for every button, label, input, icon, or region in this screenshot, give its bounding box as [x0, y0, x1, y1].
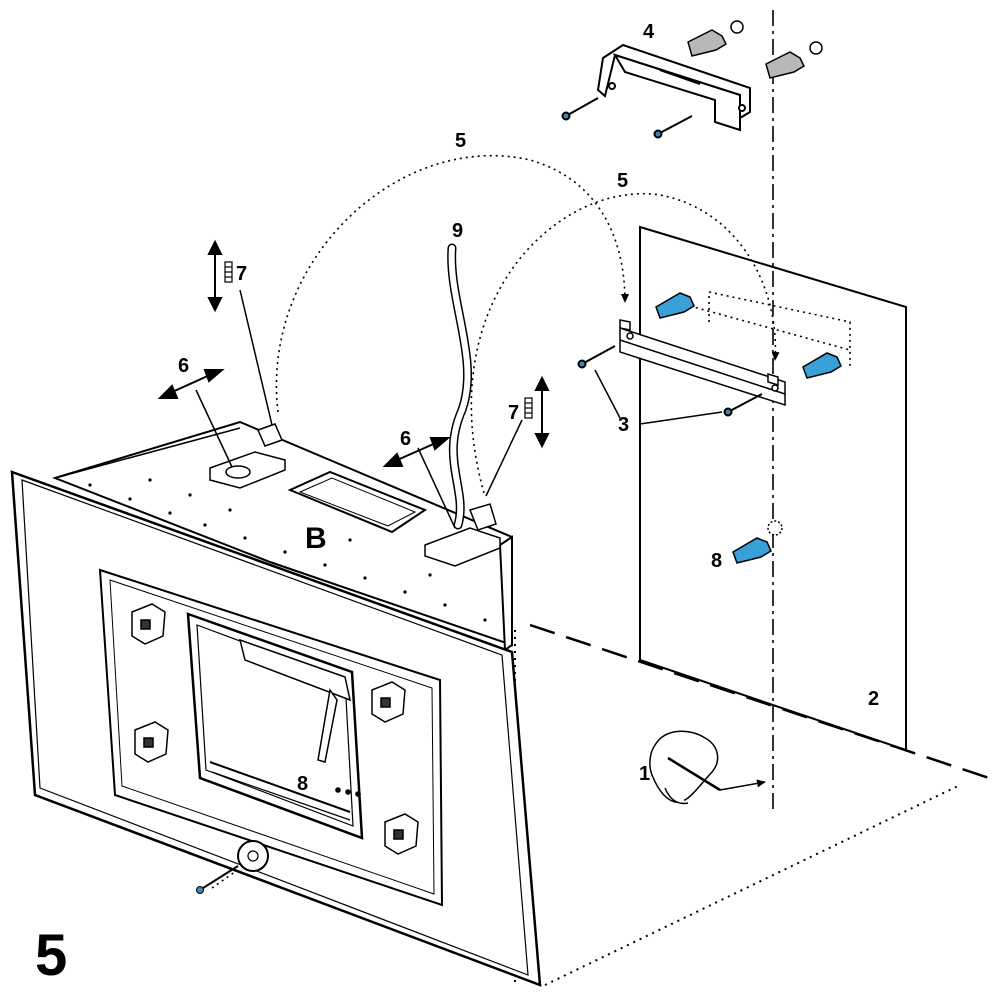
- callout-4: 4: [643, 21, 655, 43]
- control-knobs: [131, 603, 419, 855]
- callout-8-wall: 8: [711, 550, 722, 572]
- leader-lines: [195, 289, 723, 529]
- knob-icon: [384, 813, 419, 855]
- callout-5-left: 5: [455, 130, 466, 152]
- callout-6-left: 6: [178, 355, 189, 377]
- wall-plug-icon: [655, 20, 842, 564]
- hood-mounting-clips: [209, 423, 501, 567]
- callout-labels: 4 5 5 9 7 7 6 6 3 8 8 2 1 B 5: [35, 21, 879, 988]
- callout-9: 9: [452, 220, 463, 242]
- callout-6-right: 6: [400, 428, 411, 450]
- callout-1: 1: [639, 763, 650, 785]
- callout-8-hood: 8: [297, 773, 308, 795]
- hand-pencil-icon: [649, 730, 766, 805]
- section-label-b: B: [305, 522, 327, 555]
- cap-and-screw: [196, 840, 269, 894]
- knob-icon: [134, 721, 169, 763]
- screw-icon: [196, 886, 204, 894]
- wall-rail: [619, 319, 786, 407]
- spring-icon: [524, 397, 533, 419]
- callout-7-right: 7: [508, 402, 519, 424]
- hood-body: [10, 420, 542, 987]
- callout-2: 2: [868, 688, 879, 710]
- callout-3: 3: [618, 414, 629, 436]
- callout-5-right: 5: [617, 170, 628, 192]
- hood-rivets: [88, 458, 487, 622]
- spring-icon: [224, 261, 233, 283]
- double-arrow-icon: [157, 239, 550, 467]
- screw-icon: [561, 97, 763, 417]
- bracket-icon: [596, 43, 751, 132]
- callout-7-left: 7: [236, 263, 247, 285]
- knob-icon: [371, 681, 406, 723]
- step-number: 5: [35, 923, 67, 988]
- knob-icon: [131, 603, 166, 645]
